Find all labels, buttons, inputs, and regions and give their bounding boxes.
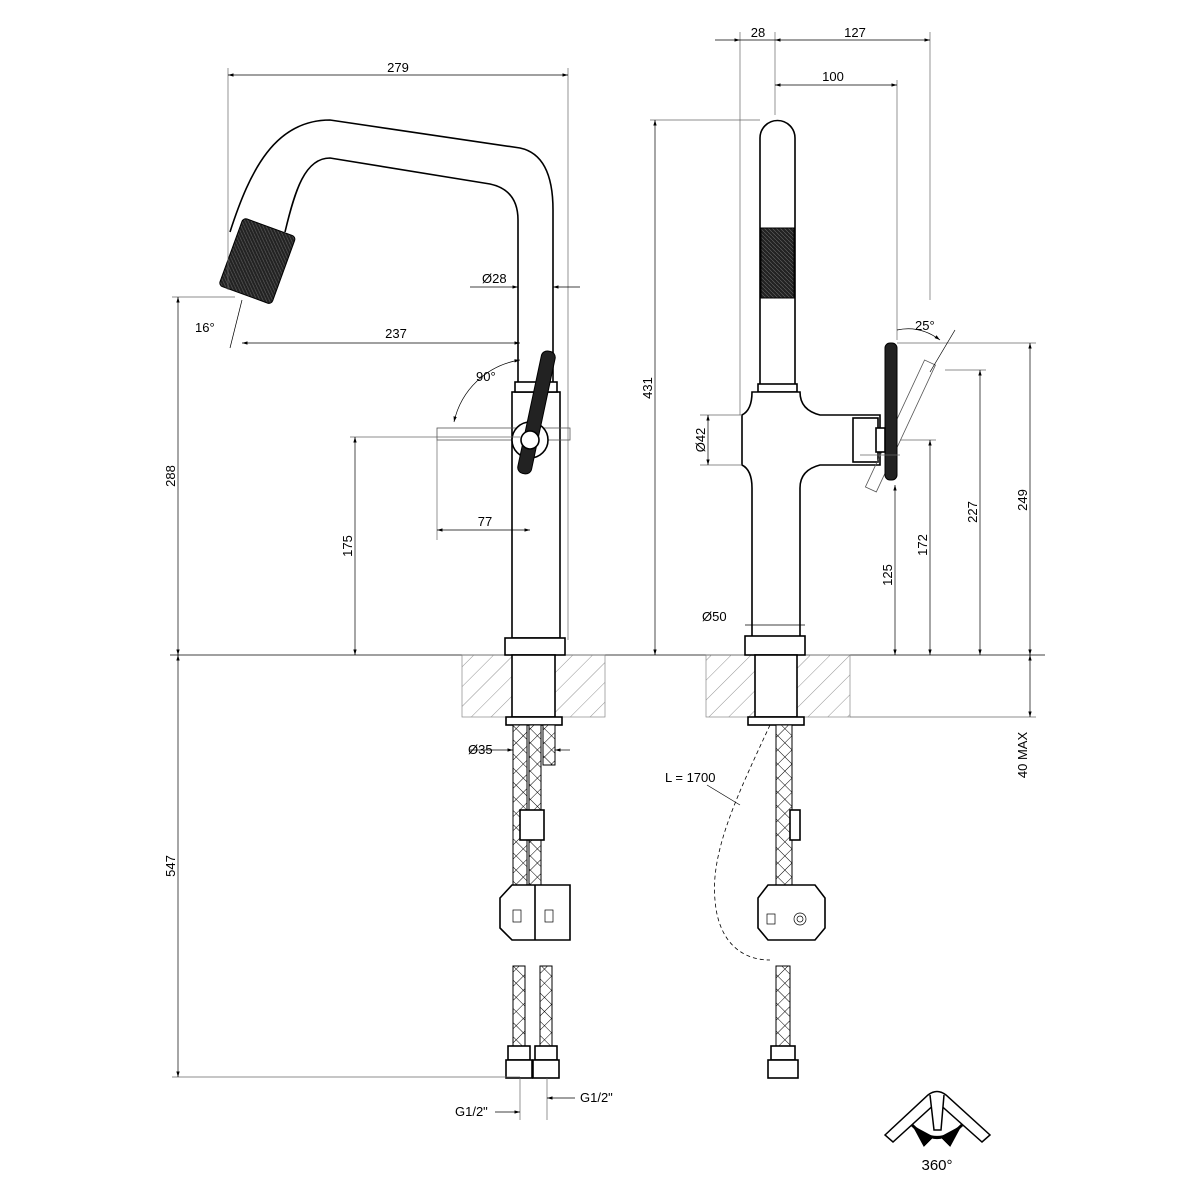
dim-279: 279 [387,60,409,75]
dim-thread-right: G1/2" [580,1090,613,1105]
dim-127: 127 [844,25,866,40]
dim-spout-diameter: Ø28 [482,271,507,286]
dim-25-deg: 25° [915,318,935,333]
side-view: 279 Ø28 237 16° 90° 288 175 77 547 Ø35 G… [163,60,613,1120]
dim-175: 175 [340,535,355,557]
dim-288: 288 [163,465,178,487]
dim-431: 431 [640,377,655,399]
rotation-label: 360° [921,1157,952,1174]
dim-body-diameter: Ø42 [693,428,708,453]
lever-ghost [436,427,571,441]
dim-100: 100 [822,69,844,84]
front-view: L = 1700 28 127 100 431 Ø42 25° 125 172 … [640,25,1036,1079]
dim-thread-left: G1/2" [455,1104,488,1119]
aerator-nozzle [219,218,296,304]
dim-40-max: 40 MAX [1015,732,1030,779]
spout-inner [284,157,519,390]
spout-outer [229,119,554,640]
lever-handle[interactable] [884,342,898,481]
dim-227: 227 [965,501,980,523]
dim-28: 28 [751,25,765,40]
dim-172: 172 [915,534,930,556]
dim-16-deg: 16° [195,320,215,335]
dim-base-diameter: Ø50 [702,609,727,624]
hose-connector [757,884,826,941]
dim-125: 125 [880,564,895,586]
dim-249: 249 [1015,489,1030,511]
base-flange [744,635,806,656]
dim-547: 547 [163,855,178,877]
dim-77: 77 [478,514,492,529]
dim-237: 237 [385,326,407,341]
aerator-knurl [760,227,795,299]
dim-90-deg: 90° [476,369,496,384]
dim-hose-length: L = 1700 [665,770,715,785]
rotation-360-symbol: 360° [883,1090,992,1174]
base-flange [504,637,566,656]
rotation-arrow-icon [910,1123,964,1148]
dim-shank-diameter: Ø35 [468,742,493,757]
body [741,391,881,641]
pullout-hose-path [714,724,771,961]
